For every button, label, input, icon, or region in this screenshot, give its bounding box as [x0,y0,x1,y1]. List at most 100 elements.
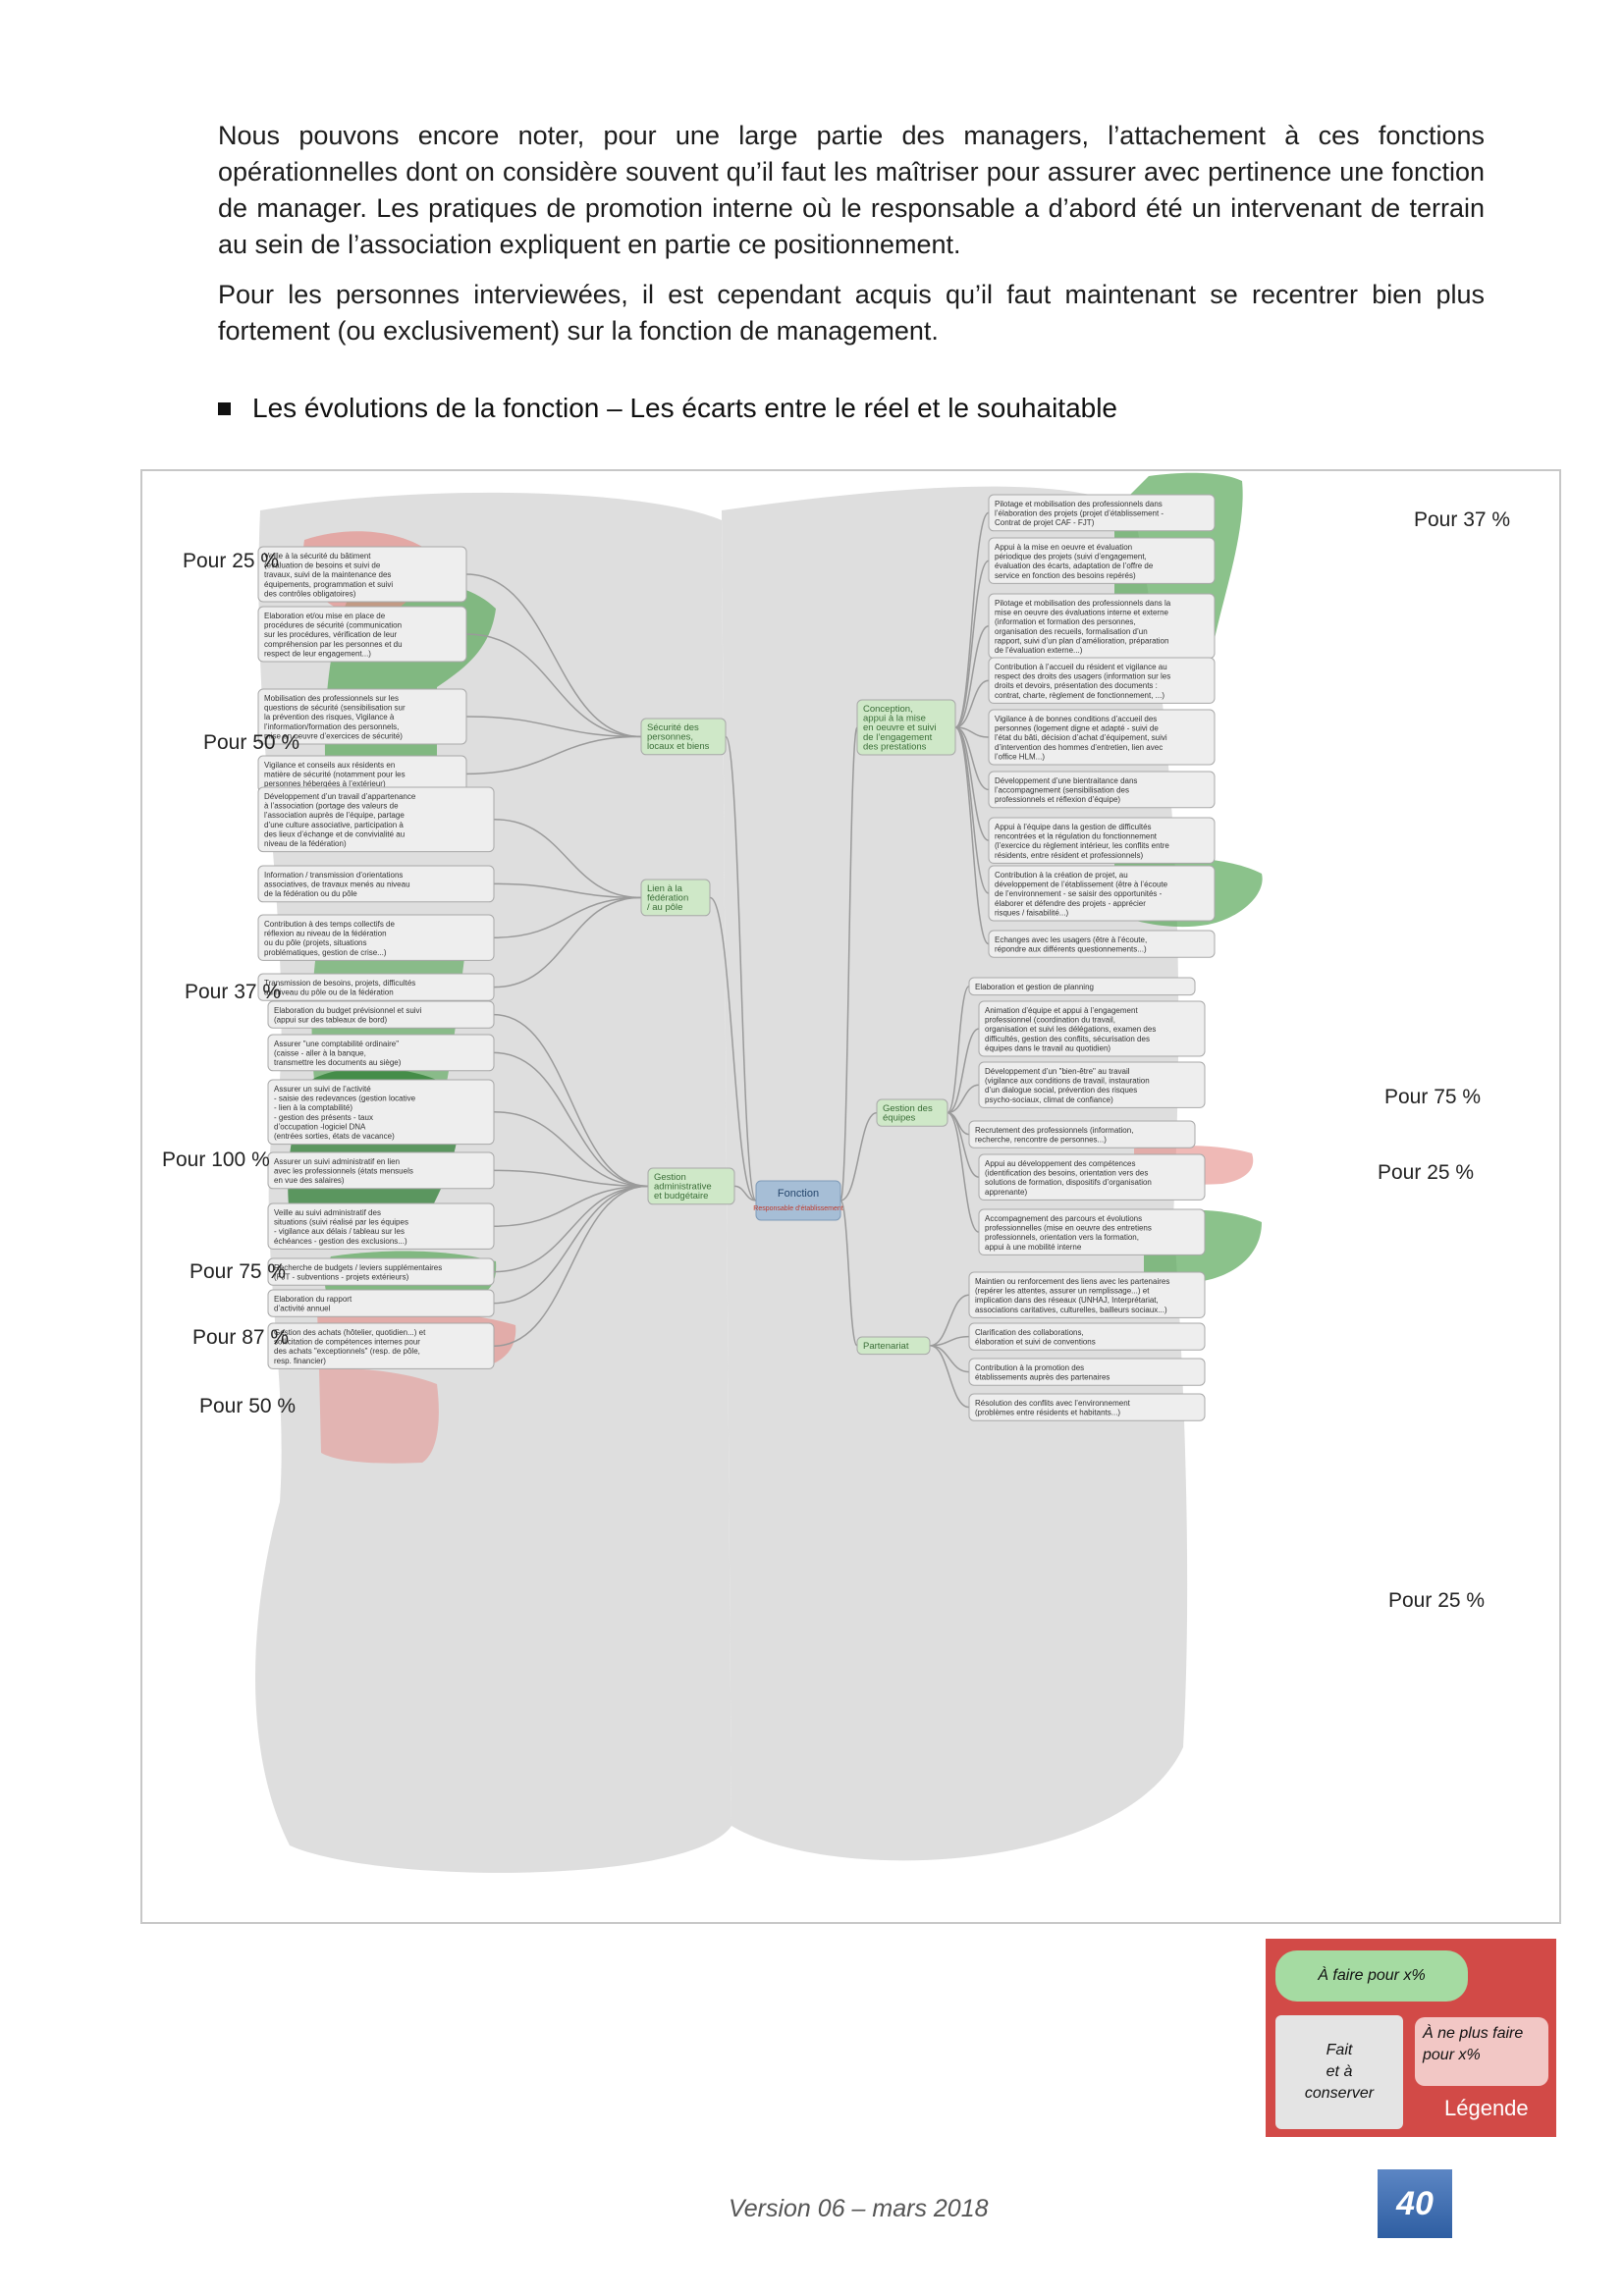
node-text-line: Accompagnement des parcours et évolution… [985,1214,1142,1223]
node-text-line: (caisse - aller à la banque, [274,1049,366,1058]
node-text-line: en oeuvre et suivi [863,722,936,733]
node-text-line: à l’association (portage des valeurs de [264,802,399,811]
mindmap-node-gestion-item: Veille au suivi administratif dessituati… [267,1202,495,1250]
node-text-line: apprenante) [985,1188,1027,1197]
node-text-line: (l’exercice du règlement intérieur, les … [995,841,1169,850]
node-text-line: - gestion des présents - taux [274,1113,373,1122]
node-text-line: contrat, charte, règlement de fonctionne… [995,691,1164,700]
node-text-line: transmettre les documents au siège) [274,1058,402,1067]
node-box [968,977,1196,996]
node-text-line: organisation et suivi les délégations, e… [985,1025,1156,1034]
node-text-line: personnes (logement digne et adapté - su… [995,724,1159,733]
node-box [988,817,1216,864]
mindmap-node-gestion-item: Assurer "une comptabilité ordinaire"(cai… [267,1034,495,1072]
node-box [257,786,495,853]
node-box [856,699,956,756]
connector [947,1084,980,1114]
percent-label: Pour 75 % [189,1260,287,1283]
node-text-line: développement de l’établissement (être à… [995,881,1168,889]
node-text-line: de l’évaluation externe...) [995,646,1083,655]
mindmap-node-conception-item: Echanges avec les usagers (être à l’écou… [988,930,1216,958]
node-text-line: des achats "exceptionnels" (resp. de pôl… [274,1347,420,1356]
node-text-line: Développement d’un "bien-être" au travai… [985,1067,1130,1076]
node-box [267,1079,495,1146]
node-text-line: et budgétaire [654,1191,708,1201]
node-box [988,865,1216,922]
node-text-line: professionnels et réflexion d’équipe) [995,795,1120,804]
node-text-line: Lien à la [647,883,683,894]
node-text-line: (identification des besoins, orientation… [985,1169,1148,1178]
node-text-line: réflexion au niveau de la fédération [264,930,387,938]
node-text-line: Contribution à la création de projet, au [995,871,1128,880]
node-text-line: (FJT - subventions - projets extérieurs) [274,1273,409,1282]
node-text-line: (repérer les attentes, assurer un rempli… [975,1287,1150,1296]
node-text-line: en vue des salaires) [274,1176,345,1185]
node-text-line: élaborer et défendre des projets - appré… [995,899,1146,908]
node-text-line: psycho-sociaux, climat de confiance) [985,1095,1113,1104]
second-paragraph: Pour les personnes interviewées, il est … [218,280,1485,346]
percent-label: Pour 100 % [162,1148,270,1171]
node-text-line: Gestion des achats (hôtelier, quotidien.… [274,1328,426,1337]
node-text-line: - lien à la comptabilité) [274,1103,352,1112]
node-text-line: Contrat de projet CAF - FJT) [995,518,1095,527]
node-text-line: Assurer un suivi de l’activité [274,1085,371,1094]
node-text-line: d’activité annuel [274,1305,331,1313]
footer-version: Version 06 – mars 2018 [729,2195,989,2222]
node-box [267,1000,495,1029]
node-box [968,1393,1206,1421]
legend-grey-line: et à [1326,2063,1353,2080]
page-number-box: 40 [1378,2169,1452,2238]
node-box [988,930,1216,958]
node-box [968,1271,1206,1318]
node-text-line: compréhension par les personnes et du [264,640,403,649]
node-text-line: (évaluation de besoins et suivi de [264,561,381,570]
mindmap-node-conception-item: Pilotage et mobilisation des professionn… [988,593,1216,660]
node-text-line: ou du pôle (projets, situations [264,938,367,947]
node-text-line: niveau de la fédération) [264,839,347,848]
node-box [267,1151,495,1190]
connector [954,679,990,728]
node-box [257,973,495,1001]
node-box [647,1167,735,1205]
node-text-line: Contribution à la promotion des [975,1363,1084,1372]
node-box [988,771,1216,809]
node-text-line: de l’engagement [863,732,933,743]
node-text-line: Information / transmission d’orientation… [264,871,403,880]
node-text-line: évaluation des écarts, adaptation de l’o… [995,561,1154,570]
connector [465,633,642,738]
node-text-line: Vigilance et conseils aux résidents en [264,761,395,770]
node-text-line: Recherche de budgets / leviers supplémen… [274,1263,442,1272]
node-box [978,1208,1206,1255]
node-text-line: d’un dialogue social, prévention des ris… [985,1086,1137,1095]
node-text-line: (appui sur des tableaux de bord) [274,1016,388,1025]
node-box [257,546,467,603]
connector [929,1294,970,1347]
node-text-line: associations caritatives, culturelles, b… [975,1306,1167,1314]
intro-paragraph: Nous pouvons encore noter, pour une larg… [218,121,1485,259]
node-text-line: l’élaboration des projets (projet d’étab… [995,509,1164,518]
mindmap-node-gestion-item: Elaboration du budget prévisionnel et su… [267,1000,495,1029]
mindmap-figure: Fonction Responsable d’établissement Séc… [140,469,1561,1924]
connector [947,1111,980,1233]
section-heading: Les évolutions de la fonction – Les écar… [218,393,1117,424]
node-text-line: au niveau du pôle ou de la fédération [264,988,394,997]
node-text-line: - saisie des redevances (gestion locativ… [274,1095,416,1103]
node-text-line: Elaboration et/ou mise en place de [264,612,386,620]
center-node-title: Fonction [778,1188,819,1200]
node-box [968,1322,1206,1351]
mindmap-node-conception-item: Contribution à l’accueil du résident et … [988,657,1216,704]
node-text-line: Assurer un suivi administratif en lien [274,1157,400,1166]
connector [929,1345,970,1409]
node-text-line: solutions de formation, dispositifs d’or… [985,1178,1152,1187]
node-text-line: d’une culture associative, participation… [264,821,404,829]
node-text-line: Conception, [863,704,913,715]
node-text-line: Partenariat [863,1341,909,1352]
node-text-line: Sécurité des [647,722,699,733]
node-text-line: organisation des recueils, formalisation… [995,627,1148,636]
node-text-line: résidents, entre résident et professionn… [995,851,1144,860]
connector [947,986,970,1114]
center-node-subtitle: Responsable d’établissement [753,1205,842,1212]
node-text-line: service en fonction des besoins repérés) [995,571,1136,580]
